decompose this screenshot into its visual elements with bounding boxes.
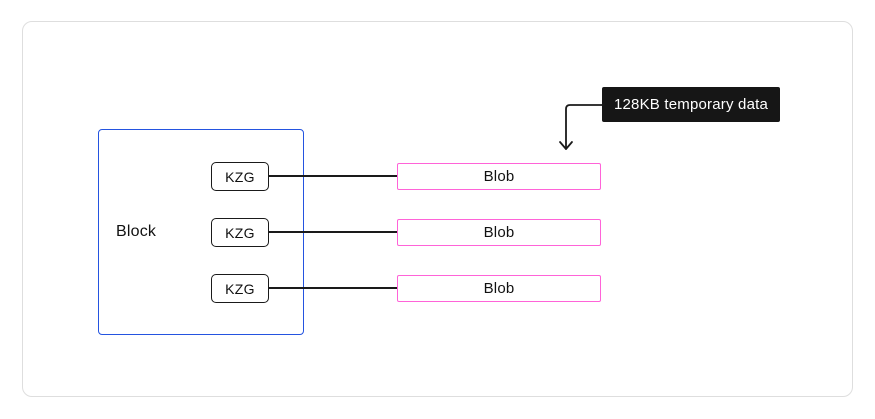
blob-label: Blob bbox=[483, 280, 515, 297]
connector-line bbox=[269, 287, 397, 289]
connector-line bbox=[269, 175, 397, 177]
blob-label: Blob bbox=[483, 168, 515, 185]
kzg-node: KZG bbox=[211, 274, 269, 303]
kzg-node: KZG bbox=[211, 162, 269, 191]
diagram-canvas: Block KZG KZG KZG Blob Blob Blob 128KB t… bbox=[22, 21, 853, 397]
kzg-node: KZG bbox=[211, 218, 269, 247]
connector-line bbox=[269, 231, 397, 233]
kzg-label: KZG bbox=[225, 280, 255, 297]
kzg-label: KZG bbox=[225, 224, 255, 241]
blob-label: Blob bbox=[483, 224, 515, 241]
blob-node: Blob bbox=[397, 275, 601, 302]
kzg-label: KZG bbox=[225, 168, 255, 185]
block-label: Block bbox=[116, 223, 157, 240]
annotation-label: 128KB temporary data bbox=[613, 96, 769, 113]
blob-node: Blob bbox=[397, 219, 601, 246]
down-arrow-icon bbox=[559, 104, 605, 150]
blob-node: Blob bbox=[397, 163, 601, 190]
annotation-box: 128KB temporary data bbox=[602, 87, 780, 122]
